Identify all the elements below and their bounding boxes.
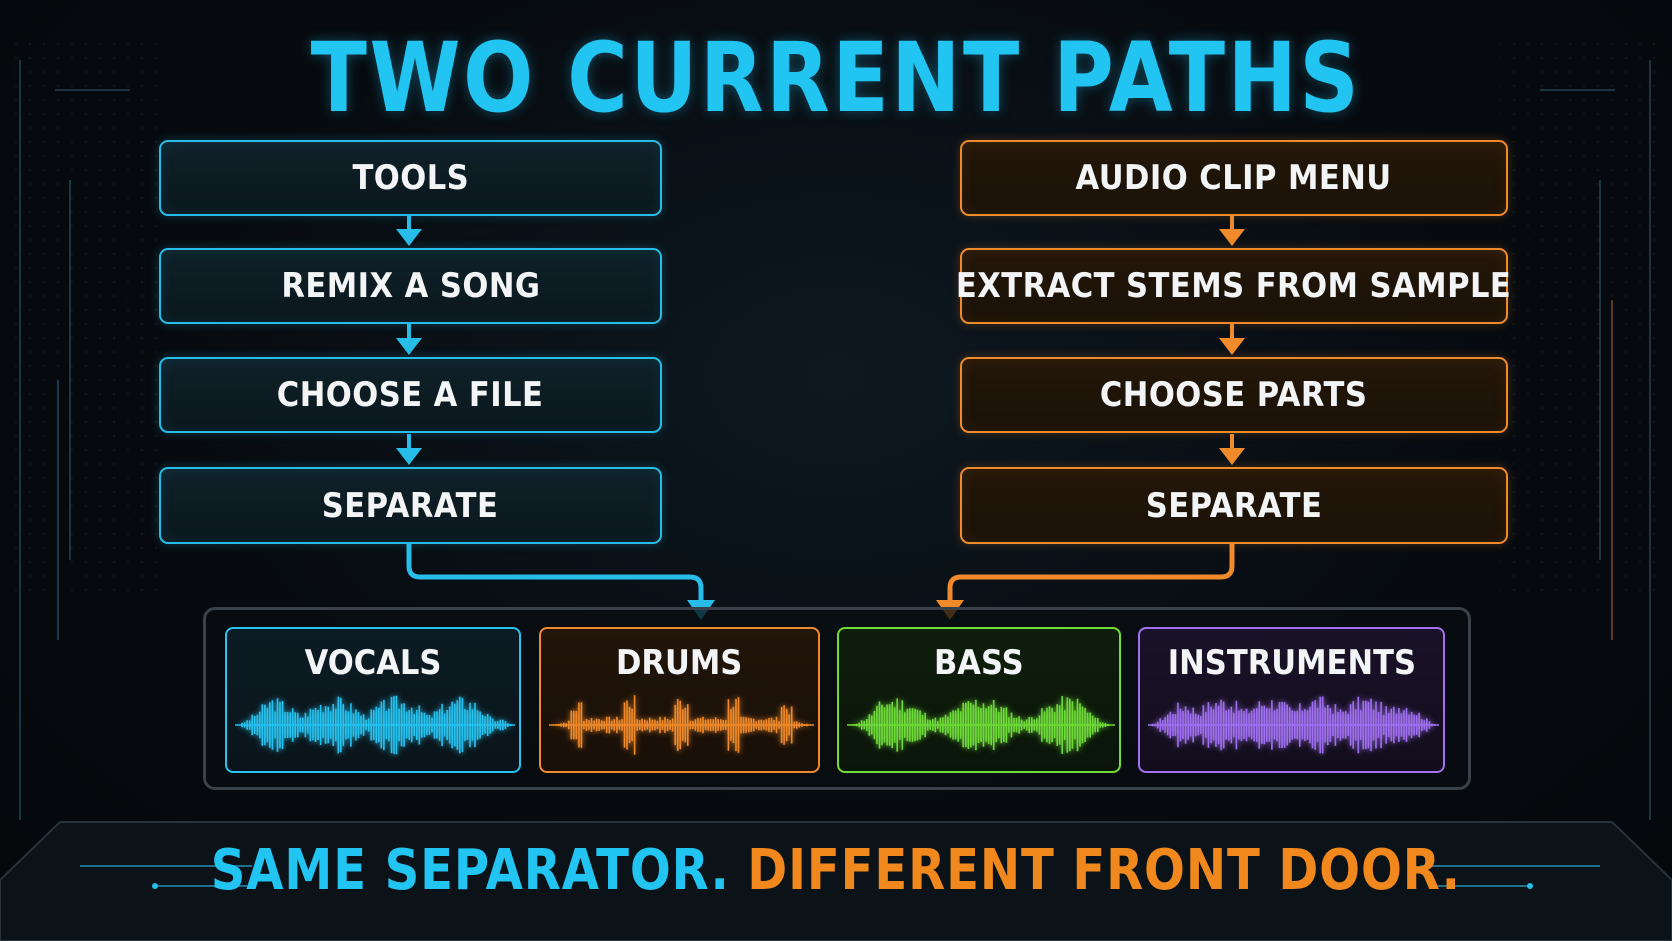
waveform-icon: [1148, 696, 1439, 754]
waveform-bars: [850, 696, 1112, 754]
right-step-choose-parts: CHOOSE PARTS: [960, 357, 1508, 433]
right-step-label: EXTRACT STEMS FROM SAMPLE: [956, 266, 1512, 306]
right-chain-arrows: [1219, 216, 1245, 465]
left-step-remix-a-song: REMIX A SONG: [159, 248, 662, 324]
tagline-part-2: DIFFERENT FRONT DOOR.: [747, 838, 1462, 903]
accent-ticks: [57, 300, 1613, 640]
right-dot-field: [1500, 40, 1665, 600]
waveform-icon: [847, 696, 1115, 754]
left-step-label: TOOLS: [352, 158, 469, 198]
waveform-bars: [238, 695, 512, 755]
right-step-label: CHOOSE PARTS: [1100, 375, 1368, 415]
stem-bass: BASS: [837, 627, 1121, 773]
waveform-icon: [549, 695, 814, 755]
left-chain-arrows: [396, 216, 422, 465]
stem-drums: DRUMS: [539, 627, 820, 773]
left-step-label: SEPARATE: [322, 485, 499, 526]
stem-vocals: VOCALS: [225, 627, 521, 773]
left-dot-field: [8, 40, 158, 600]
left-merge-connector: [406, 544, 704, 602]
tagline-part-1: SAME SEPARATOR.: [210, 838, 730, 903]
stem-label: VOCALS: [304, 643, 442, 683]
stem-instruments: INSTRUMENTS: [1138, 627, 1445, 773]
waveform-icon: [235, 695, 515, 755]
left-step-separate: SEPARATE: [159, 467, 662, 544]
left-step-label: CHOOSE A FILE: [277, 375, 544, 415]
right-step-audio-clip-menu: AUDIO CLIP MENU: [960, 140, 1508, 216]
stem-label: BASS: [934, 643, 1024, 683]
stem-label: DRUMS: [616, 643, 743, 683]
page-title: TWO CURRENT PATHS: [310, 22, 1362, 134]
waveform-bars: [1151, 696, 1436, 754]
tagline: SAME SEPARATOR. DIFFERENT FRONT DOOR.: [0, 838, 1672, 903]
right-merge-connector: [947, 544, 1235, 602]
right-step-label: SEPARATE: [1145, 485, 1323, 526]
right-step-separate: SEPARATE: [960, 467, 1508, 544]
frame-lines: [19, 60, 1651, 820]
stem-label: INSTRUMENTS: [1167, 643, 1416, 683]
waveform-bars: [552, 695, 811, 755]
left-step-choose-a-file: CHOOSE A FILE: [159, 357, 662, 433]
footer-band: [0, 821, 1672, 941]
right-step-extract-stems: EXTRACT STEMS FROM SAMPLE: [956, 248, 1511, 324]
left-step-label: REMIX A SONG: [280, 266, 541, 306]
right-step-label: AUDIO CLIP MENU: [1075, 158, 1393, 198]
left-step-tools: TOOLS: [159, 140, 662, 216]
